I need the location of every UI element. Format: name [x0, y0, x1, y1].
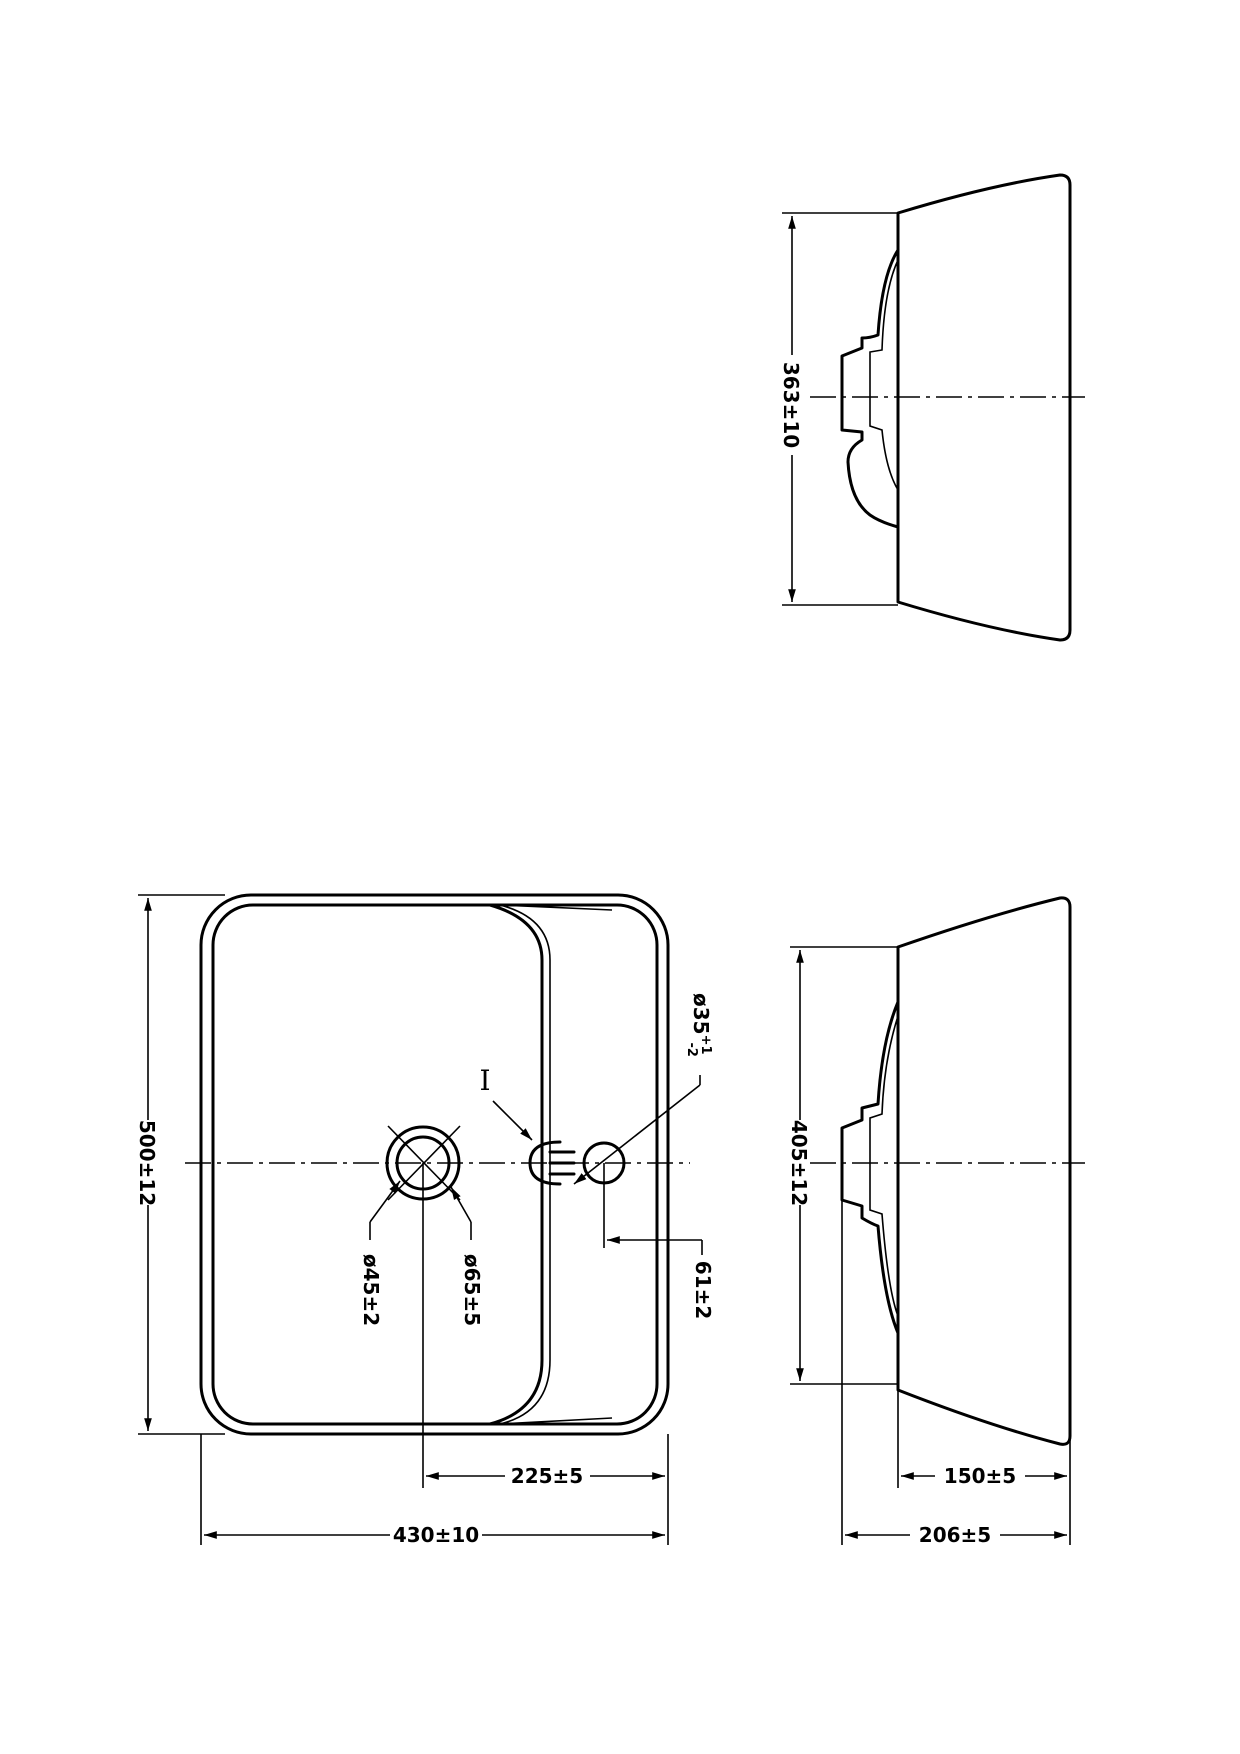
drain-cross-2 — [387, 1125, 461, 1201]
dimension-363: 363±10 — [779, 362, 803, 448]
dimension-500: 500±12 — [135, 1120, 159, 1206]
dimension-tap-hole: ø35+1-2 — [684, 993, 713, 1057]
basin-side-inner-bowl-2 — [869, 1015, 899, 1317]
basin-deck-bottom — [499, 1417, 613, 1425]
detail-leader — [492, 1100, 533, 1141]
top-side-view: 363±10 — [779, 173, 1085, 642]
dimension-206: 206±5 — [919, 1523, 991, 1547]
leader-drain-45 — [369, 1180, 401, 1223]
dimension-drain-45: ø45±2 — [359, 1254, 383, 1326]
basin-inner-bowl-top-2 — [869, 259, 899, 491]
basin-side-outline — [896, 896, 1072, 1446]
leader-drain-65 — [450, 1186, 472, 1223]
basin-bowl-edge-shade — [499, 904, 551, 1425]
basin-deck-top — [499, 904, 613, 911]
plan-view: 500±12 430±10 225±5 61±2 ø45±2 ø65±5 ø35… — [135, 893, 715, 1547]
basin-side-outline-top — [896, 173, 1072, 642]
dimension-61: 61±2 — [691, 1261, 715, 1320]
basin-side-inner-bowl — [840, 1000, 900, 1335]
leader-tap-hole — [573, 1084, 701, 1185]
dimension-430: 430±10 — [393, 1523, 479, 1547]
basin-inner-bowl-top — [840, 248, 900, 529]
dimension-405: 405±12 — [787, 1120, 811, 1206]
dimension-drain-65: ø65±5 — [460, 1254, 484, 1326]
detail-label: I — [479, 1064, 490, 1097]
basin-bowl-edge — [488, 903, 544, 1426]
dimension-225: 225±5 — [511, 1464, 583, 1488]
side-view: 405±12 150±5 206±5 — [787, 896, 1085, 1547]
dimension-150: 150±5 — [944, 1464, 1016, 1488]
basin-inner-rim — [211, 903, 659, 1426]
basin-outer-rim — [199, 893, 670, 1436]
